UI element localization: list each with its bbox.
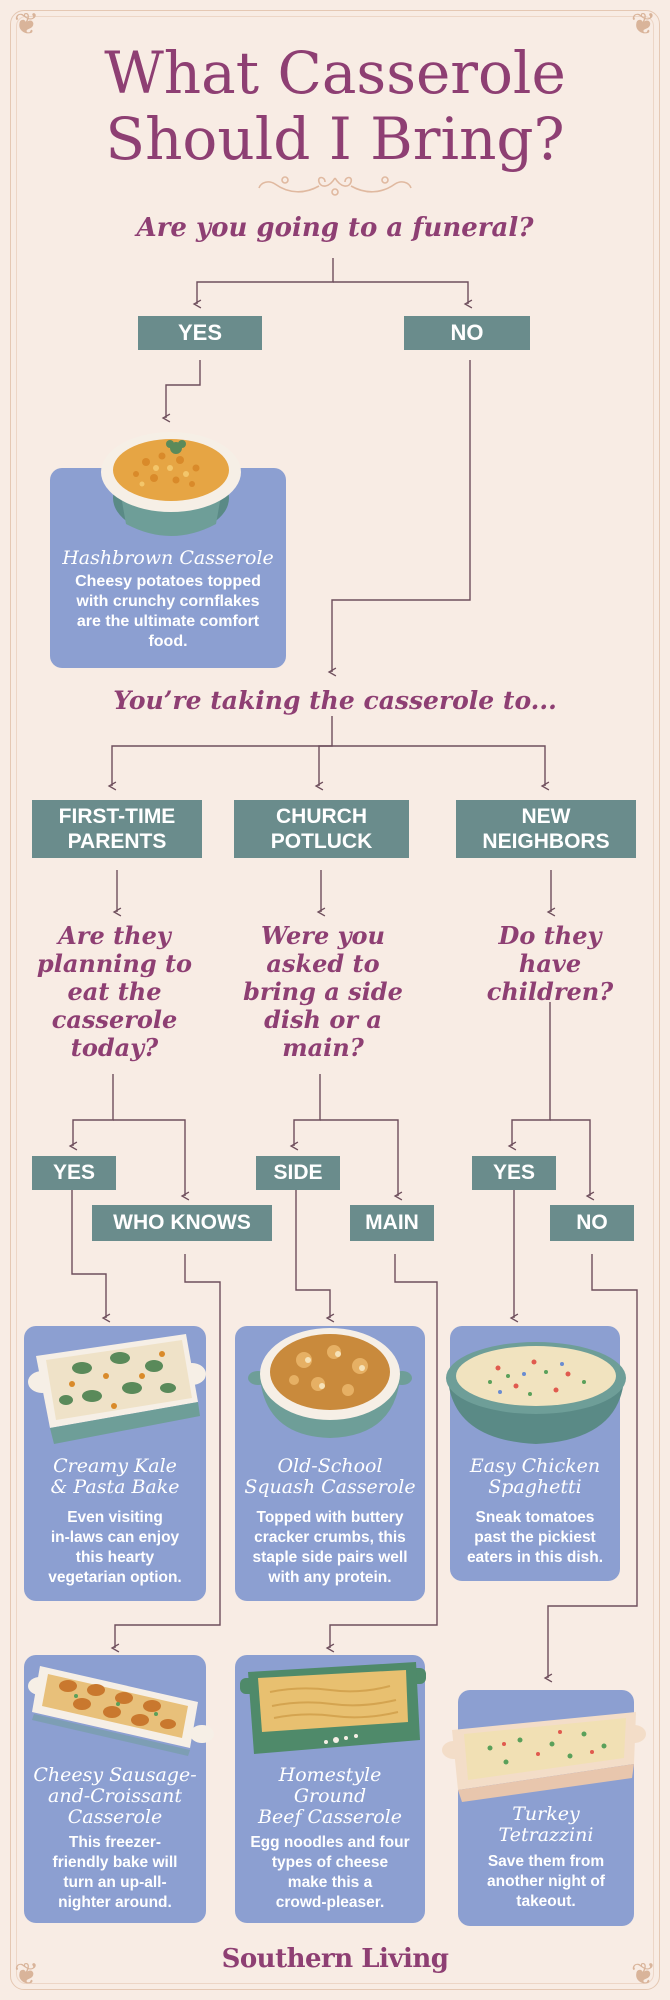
card-title: Hashbrown Casserole — [62, 547, 274, 569]
question-destination: You’re taking the casserole to... — [113, 686, 557, 715]
answer-yes-children: YES — [472, 1156, 556, 1190]
casserole-dish-icon — [248, 1328, 412, 1438]
answer-main: MAIN — [350, 1205, 434, 1241]
page-border-inner — [16, 16, 654, 1984]
ornament-divider-icon — [258, 176, 412, 196]
casserole-dish-icon — [240, 1662, 426, 1754]
answer-side: SIDE — [256, 1156, 340, 1190]
answer-no-children: NO — [550, 1205, 634, 1241]
casserole-dish-icon — [28, 1666, 214, 1756]
page-border — [10, 10, 660, 1990]
card-title: Creamy Kale& Pasta Bake — [50, 1455, 180, 1498]
brand-logo: Southern Living — [221, 1944, 449, 1974]
corner-ornament-icon: ❦ — [14, 7, 40, 42]
corner-ornament-icon: ❦ — [14, 1957, 40, 1992]
answer-yes-funeral: YES — [138, 316, 262, 350]
answer-who-knows: WHO KNOWS — [92, 1205, 272, 1241]
corner-ornament-icon: ❦ — [630, 1957, 656, 1992]
answer-yes-today: YES — [32, 1156, 116, 1190]
casserole-dish-icon — [442, 1712, 646, 1802]
casserole-dish-icon — [101, 432, 241, 536]
casserole-dish-icon — [446, 1342, 626, 1444]
corner-ornament-icon: ❦ — [630, 7, 656, 42]
casserole-dish-icon — [28, 1334, 206, 1444]
answer-no-funeral: NO — [404, 316, 530, 350]
question-funeral: Are you going to a funeral? — [136, 213, 534, 243]
card-description: Cheesy potatoes topped with crunchy corn… — [75, 573, 261, 650]
